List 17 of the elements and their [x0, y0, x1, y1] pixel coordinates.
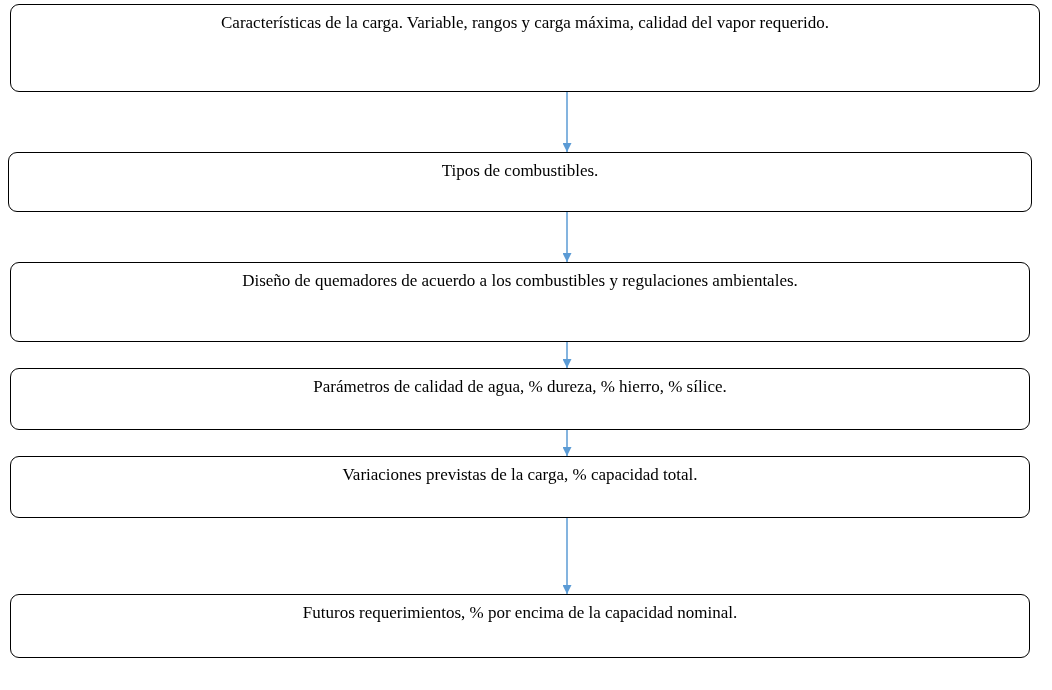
step-text: Características de la carga. Variable, rangos y carga máxima, calidad del vapor requerido. — [221, 13, 829, 32]
process-box — [10, 368, 1030, 430]
process-box — [10, 4, 1040, 92]
process-box — [10, 456, 1030, 518]
step-text: Futuros requerimientos, % por encima de la capacidad nominal. — [302, 603, 738, 622]
process-box — [10, 594, 1030, 658]
step-text: Diseño de quemadores de acuerdo a los combustibles y regulaciones ambientales. — [242, 271, 798, 290]
process-box — [8, 152, 1032, 212]
arrow — [562, 91, 572, 153]
step-text: Parámetros de calidad de agua, % dureza, % hierro, % sílice. — [313, 377, 727, 396]
arrow — [562, 341, 572, 369]
process-box — [10, 262, 1030, 342]
step-text: Variaciones previstas de la carga, % capacidad total. — [342, 465, 698, 484]
step-text: Tipos de combustibles. — [441, 161, 599, 180]
arrow — [562, 517, 572, 595]
arrow — [562, 429, 572, 457]
arrow — [562, 211, 572, 263]
